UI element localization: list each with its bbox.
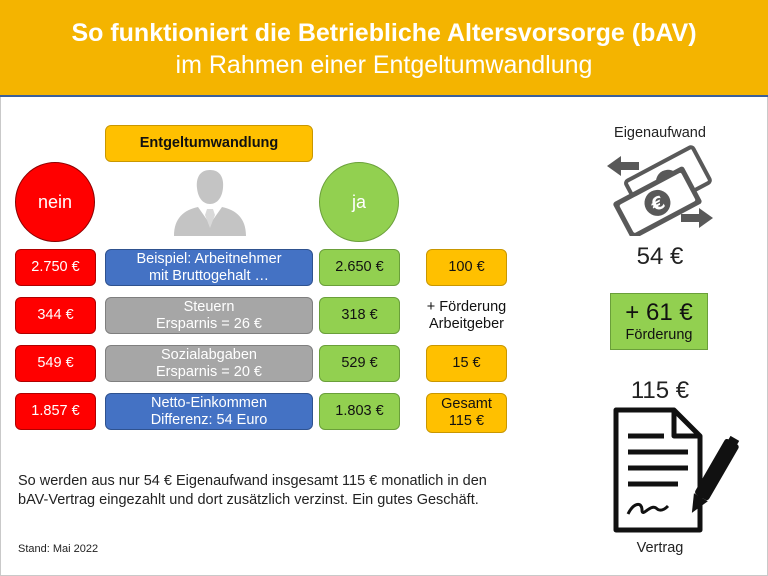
eigenaufwand-label: Eigenaufwand (614, 125, 706, 141)
row-4-left-text: 1.857 € (31, 403, 80, 419)
row-4-right-text: 1.803 € (335, 403, 384, 419)
employer-box-2: 15 € (426, 345, 507, 382)
circle-nein: nein (15, 162, 95, 242)
eigenaufwand-value: 54 € (636, 243, 684, 270)
row-2-middle-line1: Steuern (183, 298, 235, 315)
row-4-middle-line1: Netto-Einkommen (150, 394, 268, 411)
row-2-right-text: 318 € (341, 307, 378, 323)
summary-line-1: So werden aus nur 54 € Eigenaufwand insg… (18, 473, 487, 489)
row-3-middle-line1: Sozialabgaben (161, 346, 257, 363)
employer-total-line2: 115 € (448, 413, 485, 429)
foerderung-box: + 61 €Förderung (610, 293, 708, 350)
entgeltumwandlung-label: Entgeltumwandlung (105, 125, 313, 162)
row-2-middle-line2: Ersparnis = 26 € (156, 315, 262, 332)
vertrag-label: Vertrag (636, 540, 684, 556)
employer-label-line2: Arbeitgeber (429, 316, 504, 332)
circle-ja-text: ja (351, 191, 366, 212)
foerderung-label: Förderung (625, 327, 693, 343)
row-3-right-text: 529 € (341, 355, 378, 371)
row-2-left-text: 344 € (37, 307, 74, 323)
row-4-right: 1.803 € (319, 393, 400, 430)
row-1-left-text: 2.750 € (31, 259, 80, 275)
row-4-left: 1.857 € (15, 393, 96, 430)
entgeltumwandlung-text: Entgeltumwandlung (139, 135, 279, 151)
footnote: Stand: Mai 2022 (18, 543, 99, 555)
employer-box-1: 100 € (426, 249, 507, 286)
row-2-left: 344 € (15, 297, 96, 334)
row-3-left-text: 549 € (37, 355, 74, 371)
employer-total-line1: Gesamt (441, 396, 492, 412)
row-1-right: 2.650 € (319, 249, 400, 286)
row-1-middle-line2: mit Bruttogehalt … (148, 267, 270, 284)
employer-box-1-text: 100 € (448, 259, 485, 275)
summary-line-2: bAV-Vertrag eingezahlt und dort zusätzli… (18, 492, 479, 508)
row-1-left: 2.750 € (15, 249, 96, 286)
row-1-middle-line1: Beispiel: Arbeitnehmer (136, 250, 282, 267)
circle-ja: ja (319, 162, 399, 242)
foerderung-value: + 61 € (625, 299, 693, 326)
circle-nein-text: nein (37, 191, 73, 212)
row-2-right: 318 € (319, 297, 400, 334)
employer-label-line1: + Förderung (426, 299, 507, 315)
page-title: So funktioniert die Betriebliche Altersv… (71, 19, 697, 47)
page-subtitle: im Rahmen einer Entgeltumwandlung (175, 51, 593, 79)
person-silhouette-icon (174, 170, 246, 236)
header-banner: So funktioniert die Betriebliche Altersv… (0, 0, 768, 97)
total-value: 115 € (630, 377, 690, 404)
row-3-right: 529 € (319, 345, 400, 382)
row-1-right-text: 2.650 € (335, 259, 384, 275)
employer-box-2-text: 15 € (452, 355, 481, 371)
money-transfer-icon: € € (607, 145, 713, 236)
row-4-middle-line2: Differenz: 54 Euro (150, 411, 268, 428)
contract-pen-icon (613, 407, 740, 533)
summary-text: So werden aus nur 54 € Eigenaufwand insg… (18, 472, 578, 510)
row-3-left: 549 € (15, 345, 96, 382)
row-3-middle-line2: Ersparnis = 20 € (156, 363, 262, 380)
